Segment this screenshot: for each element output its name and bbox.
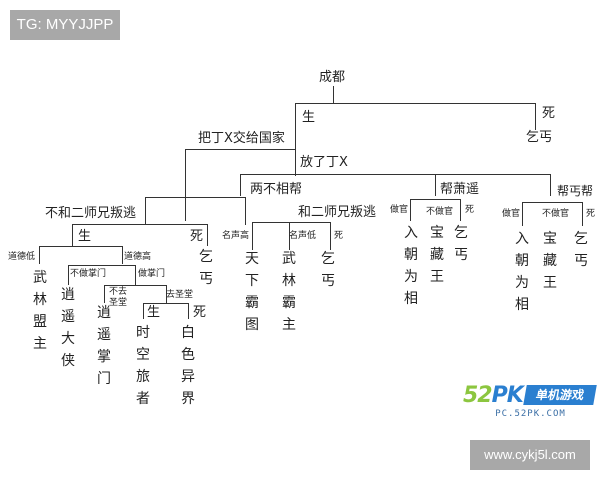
edge-be-sect: 做掌门 — [138, 269, 166, 279]
edge-root-die: 死 — [542, 106, 556, 121]
edge-go-holy: 去圣堂 — [166, 290, 194, 300]
ending-free-sect-master: 逍遥掌门 — [97, 305, 111, 387]
ending-wulin-leader: 武林盟主 — [33, 270, 47, 352]
node-hand-over: 把丁X交给国家 — [198, 131, 285, 146]
edge-wb-die: 死 — [334, 231, 344, 241]
ending-world-domination: 天下霸图 — [245, 251, 259, 333]
node-help-beggar: 帮丐帮 — [557, 184, 594, 198]
edge-wb-fame-high: 名声高 — [222, 231, 250, 241]
watermark-top-left: TG: MYYJJPP — [10, 10, 120, 40]
ending-hx-beggar: 乞丐 — [454, 225, 468, 263]
ending-time-traveler: 时空旅者 — [136, 325, 150, 407]
ending-martial-overlord: 武林霸主 — [282, 251, 296, 333]
ending-wb-beggar: 乞丐 — [321, 251, 335, 289]
node-with-brother: 和二师兄叛逃 — [298, 205, 377, 220]
ending-root-beggar: 乞丐 — [526, 130, 553, 145]
node-neutral: 两不相帮 — [250, 182, 303, 197]
edge-nb-live: 生 — [78, 229, 92, 244]
edge-nb-die: 死 — [190, 229, 204, 244]
edge-hb-official: 做官 — [502, 209, 521, 219]
logo-mark: 52PK — [463, 383, 524, 408]
logo-tag: 单机游戏 — [523, 385, 597, 405]
edge-hb-no-official: 不做官 — [542, 209, 570, 219]
watermark-bottom-right: www.cykj5l.com — [470, 440, 590, 470]
edge-moral-high: 道德高 — [124, 252, 152, 262]
ending-hb-treasure-king: 宝藏王 — [543, 231, 557, 291]
site-logo: 52PK 单机游戏 PC.52PK.COM — [463, 383, 598, 423]
node-release: 放了丁X — [300, 155, 348, 170]
edge-root-live: 生 — [302, 110, 316, 125]
ending-free-hero: 逍遥大侠 — [61, 287, 75, 369]
edge-holy-live: 生 — [147, 305, 161, 320]
edge-hx-no-official: 不做官 — [426, 207, 454, 217]
edge-wb-fame-low: 名声低 — [289, 231, 317, 241]
ending-white-otherworld: 白色异界 — [181, 325, 195, 407]
ending-hx-treasure-king: 宝藏王 — [430, 225, 444, 285]
logo-url: PC.52PK.COM — [495, 409, 566, 419]
edge-holy-die: 死 — [193, 305, 207, 320]
edge-hx-die: 死 — [465, 205, 475, 215]
edge-no-sect: 不做掌门 — [70, 269, 107, 279]
edge-moral-low: 道德低 — [8, 252, 36, 262]
ending-hb-chancellor: 入朝为相 — [515, 231, 529, 313]
ending-hx-chancellor: 入朝为相 — [404, 225, 418, 307]
edge-hb-die: 死 — [586, 209, 596, 219]
node-root: 成都 — [319, 70, 346, 85]
node-not-with-brother: 不和二师兄叛逃 — [45, 206, 137, 221]
node-help-xiao: 帮萧遥 — [440, 182, 480, 197]
ending-nb-beggar: 乞丐 — [199, 249, 213, 287]
edge-not-go-holy: 不去圣堂 — [108, 287, 127, 308]
edge-hx-official: 做官 — [390, 205, 409, 215]
ending-hb-beggar: 乞丐 — [574, 231, 588, 269]
